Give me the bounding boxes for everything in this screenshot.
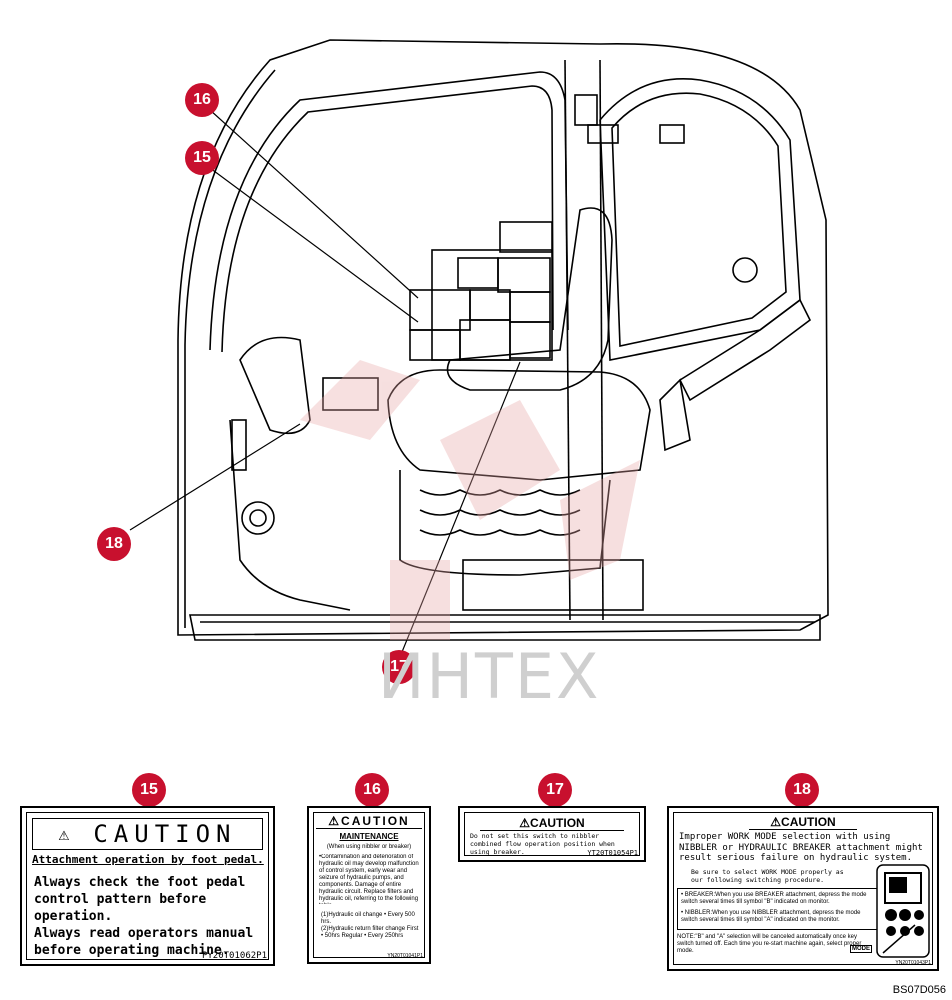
leader-15: [209, 167, 419, 323]
decal-18-breaker: • BREAKER:When you use BREAKER attachmen…: [681, 892, 867, 905]
right-console: [587, 124, 812, 452]
left-console: [229, 336, 379, 611]
decal-16: ⚠CAUTION MAINTENANCE (When using nibbler…: [307, 806, 431, 964]
leader-16: [209, 109, 419, 299]
decal-15-title: ⚠ CAUTION: [32, 818, 263, 850]
cab-outline: [177, 39, 829, 636]
decal-16-title: ⚠CAUTION: [316, 814, 422, 829]
decal-15-subtitle: Attachment operation by foot pedal.: [32, 853, 264, 866]
decal-17: ⚠CAUTION Do not set this switch to nibbl…: [458, 806, 646, 862]
decal-15: ⚠ CAUTION Attachment operation by foot p…: [20, 806, 275, 966]
warning-triangle-icon: ⚠: [770, 815, 782, 829]
decal-16-item2: (2)Hydraulic return filter change First …: [321, 926, 419, 939]
decal-16-heading: MAINTENANCE: [339, 832, 399, 841]
callout-18: 18: [97, 527, 131, 561]
decal-18-title: ⚠CAUTION: [749, 815, 857, 830]
warning-triangle-icon: ⚠: [519, 816, 531, 830]
callout-16: 16: [185, 83, 219, 117]
warning-triangle-icon: ⚠: [58, 823, 76, 845]
decal-18-nibbler: • NIBBLER:When you use NIBBLER attachmen…: [681, 910, 861, 923]
decal-18-mode-label: MODE: [850, 945, 872, 953]
watermark-logo: [300, 360, 640, 640]
decal-18-note: NOTE:"B" and "A" selection will be cance…: [677, 934, 862, 954]
decal-17-text: Do not set this switch to nibbler combin…: [470, 832, 615, 856]
door-window: [599, 78, 801, 361]
watermark-text: ИНТЕХ: [378, 640, 601, 713]
monitor-panel-icon: [876, 864, 930, 958]
leader-18: [129, 423, 301, 531]
callout-17: 17: [382, 650, 416, 684]
fuse-relay-panel: [409, 221, 553, 361]
decal-17-part-no: YT20T01054P1: [587, 849, 638, 857]
leader-17: [401, 361, 521, 653]
warning-triangle-icon: ⚠: [328, 814, 342, 828]
decal-15-part-no: PY20T01062P1: [201, 951, 267, 961]
figure-code: BS07D056: [892, 984, 946, 996]
front-window: [209, 71, 569, 351]
operator-seat: [387, 207, 651, 611]
decal-18-part-no: YN20T01043P1: [895, 960, 931, 966]
floor-plate: [189, 614, 821, 641]
decal-callout-18: 18: [785, 773, 819, 807]
decal-16-body: •Contamination and deterioration of hydr…: [319, 854, 419, 904]
decal-15-body: Always check the foot pedal control patt…: [34, 875, 254, 958]
decal-16-item1: (1)Hydraulic oil change • Every 500 hrs.: [321, 912, 415, 925]
decal-16-note: (When using nibbler or breaker): [326, 844, 412, 850]
decal-callout-17: 17: [538, 773, 572, 807]
decal-18-instruction: Be sure to select WORK MODE properly as …: [691, 868, 844, 884]
decal-18-intro: Improper WORK MODE selection with using …: [679, 832, 923, 863]
decal-18-modes: • BREAKER:When you use BREAKER attachmen…: [677, 888, 879, 930]
decal-16-part-no: YN20T01041P1: [387, 953, 423, 959]
callout-15: 15: [185, 141, 219, 175]
decal-18: ⚠CAUTION Improper WORK MODE selection wi…: [667, 806, 939, 971]
decal-callout-16: 16: [355, 773, 389, 807]
decal-callout-15: 15: [132, 773, 166, 807]
decal-17-title: ⚠CAUTION: [480, 816, 624, 831]
